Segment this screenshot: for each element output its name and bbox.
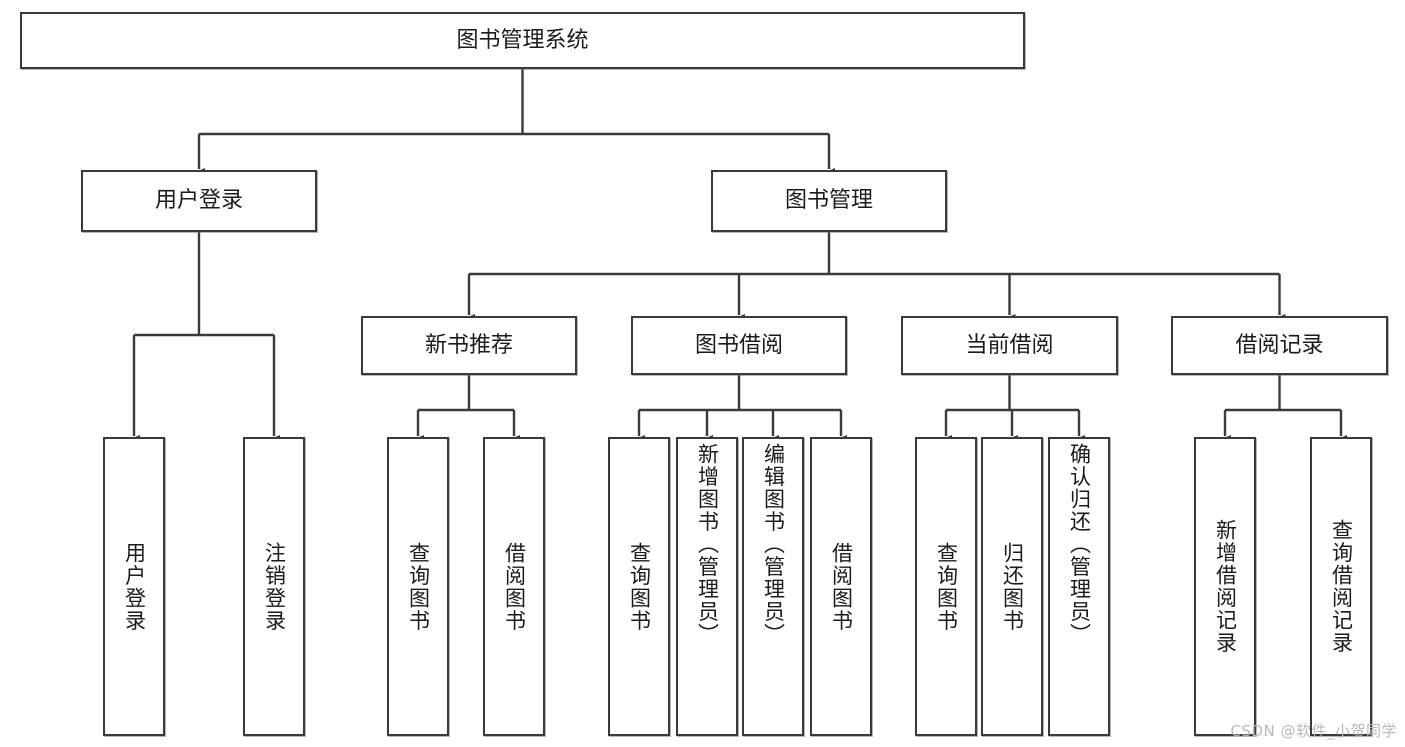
- node-current-borrow[interactable]: 当前借阅: [901, 316, 1118, 375]
- node-label: 借阅图书: [502, 541, 527, 632]
- node-label: 图书管理系统: [456, 27, 589, 53]
- node-label: 用户登录: [122, 541, 147, 632]
- node-leaf-user-login[interactable]: 用户登录: [103, 437, 165, 736]
- node-new-book-recommend[interactable]: 新书推荐: [361, 316, 577, 375]
- node-book-manage[interactable]: 图书管理: [711, 170, 947, 232]
- node-label: 归还图书: [1000, 541, 1025, 632]
- node-leaf-confirm-return[interactable]: 确认归还（管理员）: [1048, 437, 1110, 736]
- node-label: 用户登录: [154, 188, 243, 214]
- node-label: 查询图书: [406, 541, 431, 632]
- node-label: 注销登录: [262, 541, 287, 632]
- node-leaf-return-book[interactable]: 归还图书: [981, 437, 1043, 736]
- node-root[interactable]: 图书管理系统: [20, 12, 1025, 69]
- node-leaf-add-record[interactable]: 新增借阅记录: [1194, 437, 1256, 736]
- node-label: 确认归还（管理员）: [1067, 443, 1092, 646]
- node-leaf-logout[interactable]: 注销登录: [243, 437, 305, 736]
- node-label: 借阅图书: [829, 541, 854, 632]
- node-label: 借阅记录: [1235, 332, 1324, 358]
- node-leaf-add-book[interactable]: 新增图书（管理员）: [676, 437, 738, 736]
- node-label: 新增图书（管理员）: [695, 443, 720, 646]
- node-label: 查询图书: [627, 541, 652, 632]
- node-label: 编辑图书（管理员）: [761, 443, 786, 646]
- node-book-borrow[interactable]: 图书借阅: [631, 316, 847, 375]
- node-leaf-query-book-3[interactable]: 查询图书: [915, 437, 977, 736]
- node-label: 新书推荐: [424, 332, 513, 358]
- node-user-login[interactable]: 用户登录: [81, 170, 317, 232]
- node-label: 新增借阅记录: [1213, 519, 1238, 654]
- node-label: 当前借阅: [965, 332, 1054, 358]
- node-leaf-borrow-book-2[interactable]: 借阅图书: [810, 437, 872, 736]
- node-leaf-edit-book[interactable]: 编辑图书（管理员）: [742, 437, 804, 736]
- node-leaf-query-book-1[interactable]: 查询图书: [387, 437, 449, 736]
- node-label: 查询借阅记录: [1329, 519, 1354, 654]
- node-leaf-borrow-book-1[interactable]: 借阅图书: [483, 437, 545, 736]
- node-leaf-query-record[interactable]: 查询借阅记录: [1310, 437, 1372, 736]
- node-label: 图书管理: [784, 188, 873, 214]
- node-label: 图书借阅: [694, 332, 783, 358]
- node-borrow-record[interactable]: 借阅记录: [1171, 316, 1388, 375]
- node-leaf-query-book-2[interactable]: 查询图书: [608, 437, 670, 736]
- edge-lines-group: [128, 69, 1347, 445]
- node-label: 查询图书: [934, 541, 959, 632]
